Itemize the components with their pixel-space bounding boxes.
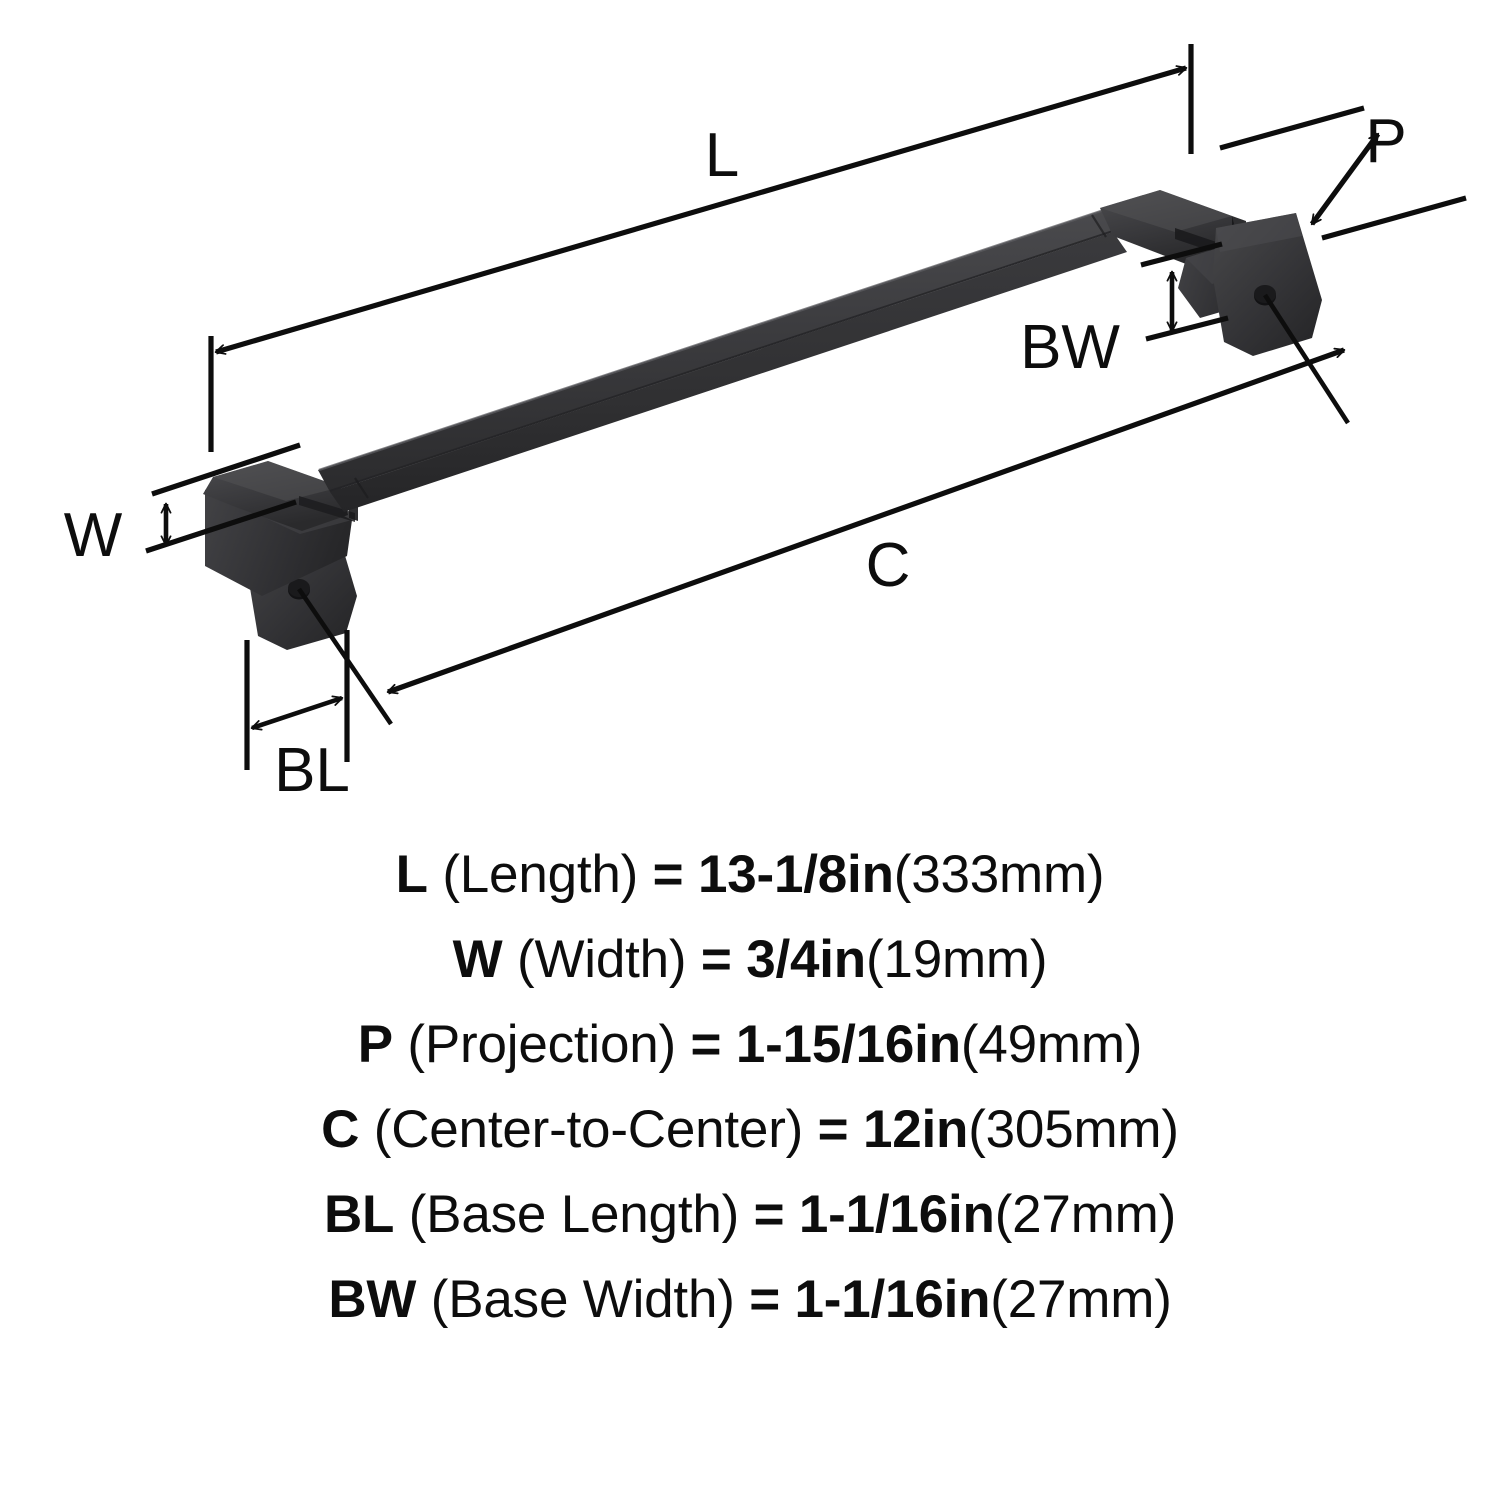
P-extension-upper [1219, 105, 1365, 151]
spec-row-base-width: BW (Base Width) = 1-1/16in(27mm) [328, 1257, 1172, 1342]
spec-row-width: W (Width) = 3/4in(19mm) [453, 917, 1048, 1002]
spec-imperial-value: 13-1/8in [697, 845, 894, 904]
diagram-canvas: L W P C BL BW [64, 44, 1467, 805]
right-base-pad [1213, 213, 1322, 356]
spec-metric-value: (27mm) [994, 1185, 1177, 1244]
P-measure-line [1309, 132, 1381, 226]
W-extension-top [151, 442, 301, 497]
spec-metric-value: (333mm) [893, 845, 1105, 904]
spec-name: (Projection) [407, 1015, 676, 1074]
spec-equals: = [700, 930, 732, 989]
grip-bar-top [318, 210, 1113, 492]
spec-imperial-value: 1-1/16in [798, 1185, 995, 1244]
spec-metric-value: (27mm) [990, 1270, 1172, 1329]
spec-metric-value: (305mm) [968, 1100, 1179, 1159]
label-C-text: C [866, 531, 911, 600]
BL-measure-line [250, 695, 344, 731]
spec-row-projection: P (Projection) = 1-15/16in(49mm) [358, 1002, 1143, 1087]
dimension-L [208, 44, 1194, 452]
spec-name: (Center-to-Center) [373, 1100, 804, 1159]
specification-list: L (Length) = 13-1/8in(333mm) W (Width) =… [0, 832, 1500, 1342]
spec-equals: = [817, 1100, 849, 1159]
spec-key: BW [328, 1270, 417, 1329]
label-L: L [705, 121, 739, 190]
dimension-P [1219, 105, 1467, 241]
label-BL: BL [274, 736, 350, 805]
spec-equals: = [652, 845, 684, 904]
spec-key: C [321, 1100, 360, 1159]
BW-extension-top [1140, 241, 1223, 268]
spec-equals: = [753, 1185, 785, 1244]
dimension-W [145, 442, 301, 554]
spec-equals: = [690, 1015, 722, 1074]
spec-name: (Length) [442, 845, 639, 904]
spec-key: W [452, 930, 503, 989]
spec-name: (Base Length) [408, 1185, 740, 1244]
spec-imperial-value: 1-15/16in [735, 1015, 961, 1074]
dimension-BL [244, 630, 350, 770]
label-BW: BW [1020, 313, 1120, 382]
spec-key: P [357, 1015, 393, 1074]
label-W: W [64, 501, 123, 570]
spec-name: (Base Width) [430, 1270, 735, 1329]
product-diagram: L W P C BL BW [64, 44, 1467, 805]
spec-row-length: L (Length) = 13-1/8in(333mm) [396, 832, 1105, 917]
spec-imperial-value: 12in [862, 1100, 969, 1159]
dimension-C [297, 293, 1350, 726]
spec-metric-value: (49mm) [960, 1015, 1143, 1074]
spec-key: BL [323, 1185, 395, 1244]
spec-imperial-value: 3/4in [746, 930, 866, 989]
spec-key: L [395, 845, 428, 904]
label-P: P [1365, 107, 1406, 176]
dimension-BW [1140, 241, 1229, 342]
spec-row-center-to-center: C (Center-to-Center) = 12in(305mm) [321, 1087, 1179, 1172]
spec-metric-value: (19mm) [865, 930, 1048, 989]
spec-imperial-value: 1-1/16in [794, 1270, 991, 1329]
dimension-annotations [145, 44, 1467, 770]
spec-equals: = [749, 1270, 780, 1329]
BW-extension-bottom [1145, 315, 1229, 342]
L-measure-line [214, 65, 1188, 355]
spec-name: (Width) [517, 930, 687, 989]
P-extension-lower [1321, 195, 1467, 241]
C-measure-line [386, 347, 1346, 695]
spec-row-base-length: BL (Base Length) = 1-1/16in(27mm) [324, 1172, 1176, 1257]
